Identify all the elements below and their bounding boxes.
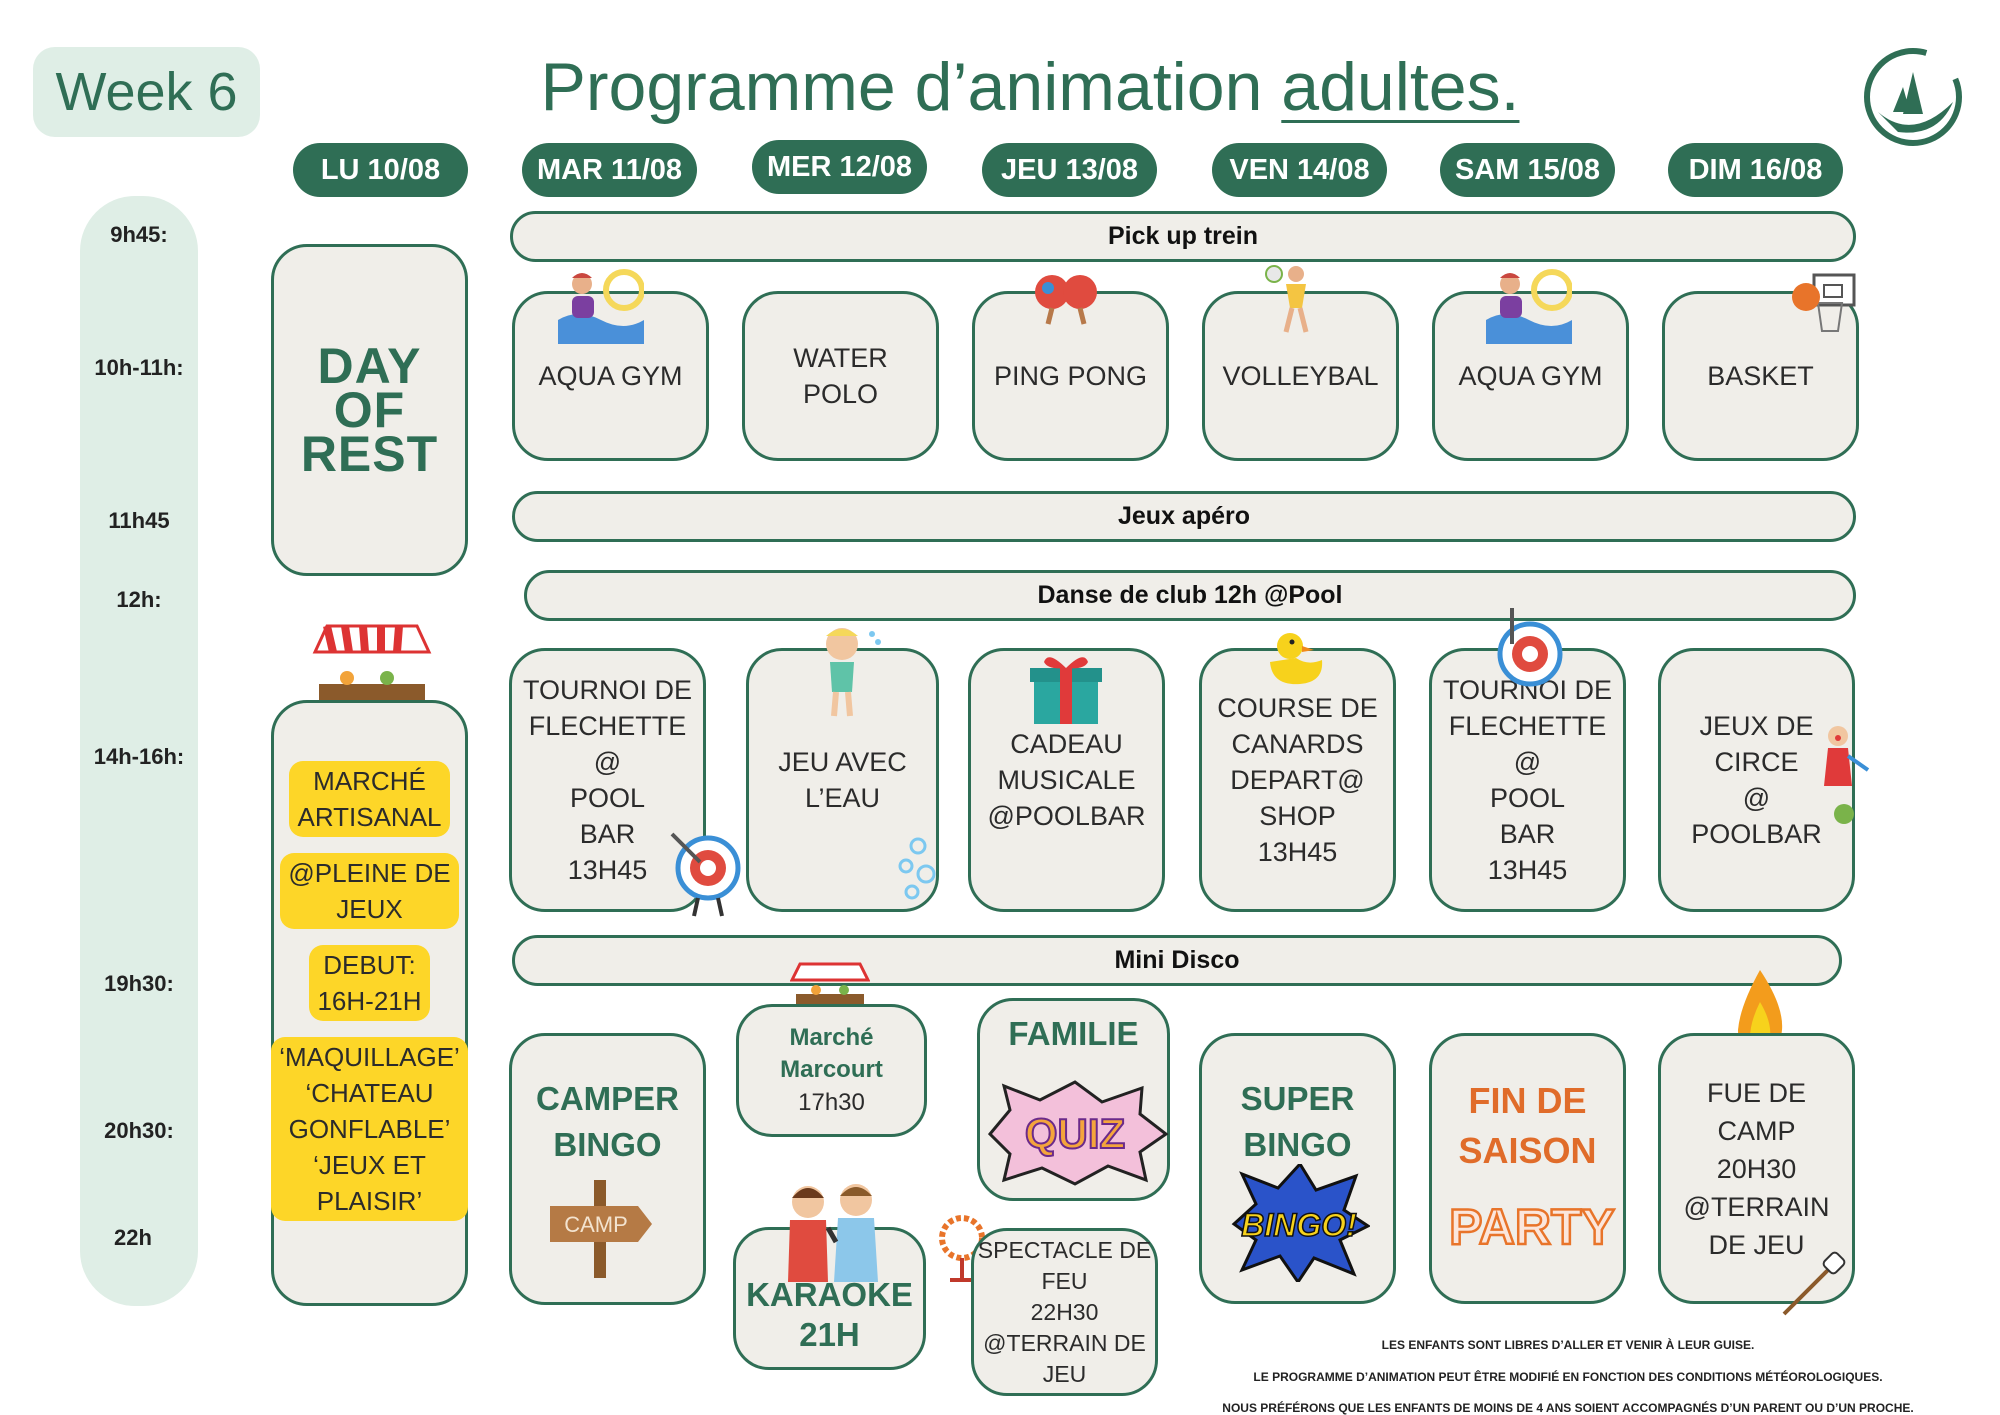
activity-card: JEUX DE CIRCE @ POOLBAR — [1658, 648, 1855, 912]
marche-time: 17h30 — [798, 1088, 865, 1116]
aqua-gym-icon — [558, 269, 644, 344]
activity-label: BASKET — [1707, 361, 1814, 391]
party-text-icon: PARTY — [1448, 1198, 1616, 1257]
activity-label: JEU AVEC L’EAU — [778, 747, 907, 813]
time-label: 11h45 — [108, 508, 170, 533]
bingo-burst-icon: BINGO! — [1231, 1164, 1370, 1282]
bar-mini-disco: Mini Disco — [512, 935, 1842, 986]
title-underlined: adultes. — [1281, 49, 1520, 125]
activity-label: AQUA GYM — [1458, 361, 1603, 391]
market-activities: ‘MAQUILLAGE’ ‘CHATEAU GONFLABLE’ ‘JEUX E… — [271, 1037, 468, 1221]
time-label: 12h: — [116, 587, 162, 612]
activity-card: COURSE DE CANARDS DEPART@ SHOP 13H45 — [1199, 648, 1396, 912]
time-label: 10h-11h: — [94, 355, 184, 380]
bar-jeux-apero: Jeux apéro — [512, 491, 1856, 542]
dartboard-icon — [670, 832, 741, 917]
title-main: Programme d’animation — [540, 49, 1282, 125]
day-header-wed: MER 12/08 — [752, 140, 927, 194]
rubber-duck-icon — [1270, 633, 1323, 685]
day-header-mon: LU 10/08 — [293, 143, 468, 197]
footer-note: LE PROGRAMME D’ANIMATION PEUT ÊTRE MODIF… — [1253, 1370, 1883, 1384]
activity-card: PING PONG — [972, 291, 1169, 461]
activity-label: COURSE DE CANARDS DEPART@ SHOP 13H45 — [1217, 693, 1378, 867]
activity-label: TOURNOI DE FLECHETTE @ POOL BAR 13H45 — [1442, 675, 1612, 885]
day-header-sun: DIM 16/08 — [1668, 143, 1843, 197]
activity-label: WATER POLO — [793, 343, 888, 409]
bar-pickup-trein: Pick up trein — [510, 211, 1856, 262]
activity-label: FAMILIE — [1008, 1015, 1139, 1052]
dartboard-icon — [1497, 608, 1563, 687]
gift-icon — [1030, 657, 1102, 724]
day-header-fri: VEN 14/08 — [1212, 143, 1387, 197]
monday-market-card: MARCHÉ ARTISANAL @PLEINE DE JEUX DEBUT: … — [271, 700, 468, 1306]
basketball-hoop-icon — [1792, 273, 1856, 332]
activity-label: CAMPER BINGO — [535, 1080, 679, 1163]
quiz-burst-icon: QUIZ — [987, 1080, 1169, 1186]
camp-sign-icon: CAMP — [550, 1180, 652, 1278]
footer-note: LES ENFANTS SONT LIBRES D’ALLER ET VENIR… — [1381, 1338, 1755, 1352]
activity-label: FUE DE CAMP 20H30 @TERRAIN DE JEU — [1683, 1077, 1830, 1260]
karaoke-singers-icon — [788, 1184, 878, 1282]
day-header-tue: MAR 11/08 — [522, 143, 697, 197]
fin-de-saison-card: FIN DE SAISON — [1429, 1033, 1626, 1304]
activity-label: SUPER BINGO — [1240, 1080, 1355, 1163]
market-title: MARCHÉ ARTISANAL — [289, 761, 450, 837]
market-stall-icon — [312, 624, 432, 712]
time-label: 9h45: — [110, 222, 168, 247]
party-text: PARTY — [1449, 1199, 1615, 1255]
water-play-icon — [826, 628, 881, 717]
camp-sign-text: CAMP — [564, 1212, 628, 1237]
day-header-thu: JEU 13/08 — [982, 143, 1157, 197]
activity-label: FIN DE SAISON — [1458, 1080, 1597, 1171]
market-time: DEBUT: 16H-21H — [309, 945, 430, 1021]
activity-card: CAMPER BINGO — [509, 1033, 706, 1305]
activity-card: TOURNOI DE FLECHETTE @ POOL BAR 13H45 — [509, 648, 706, 912]
ping-pong-icon — [1035, 275, 1097, 325]
campsite-logo-icon — [1864, 48, 1962, 146]
week-label: Week 6 — [33, 47, 260, 137]
activity-label: JEUX DE CIRCE @ POOLBAR — [1691, 711, 1822, 849]
marshmallow-stick-icon — [1782, 1251, 1846, 1316]
bar-danse-de-club: Danse de club 12h @Pool — [524, 570, 1856, 621]
day-header-sat: SAM 15/08 — [1440, 143, 1615, 197]
quiz-text: QUIZ — [1025, 1110, 1125, 1157]
feu-de-camp-card: FUE DE CAMP 20H30 @TERRAIN DE JEU — [1658, 1033, 1855, 1304]
time-label: 22h — [114, 1225, 152, 1250]
activity-label: VOLLEYBAL — [1222, 361, 1379, 391]
aqua-gym-icon — [1486, 269, 1572, 344]
marche-marcourt-card: Marché Marcourt 17h30 — [736, 1004, 927, 1137]
volleyball-icon — [1265, 265, 1309, 333]
time-column — [80, 196, 198, 1306]
activity-card: WATER POLO — [742, 291, 939, 461]
activity-label: KARAOKE 21H — [746, 1276, 913, 1353]
page-title: Programme d’animation adultes. — [420, 48, 1640, 126]
day-of-rest-text: DAY OF REST — [300, 338, 439, 482]
karaoke-card: KARAOKE 21H — [733, 1227, 926, 1370]
marche-title: Marché Marcourt — [780, 1023, 883, 1083]
time-label: 20h30: — [104, 1118, 174, 1143]
bingo-text: BINGO! — [1241, 1207, 1357, 1243]
day-of-rest-card: DAY OF REST — [271, 244, 468, 576]
activity-label: PING PONG — [993, 361, 1148, 391]
time-label: 14h-16h: — [93, 744, 185, 769]
market-location: @PLEINE DE JEUX — [280, 853, 459, 929]
circus-clown-icon — [1824, 726, 1870, 824]
activity-card: BASKET — [1662, 291, 1859, 461]
spectacle-card: SPECTACLE DE FEU 22H30 @TERRAIN DE JEU — [971, 1228, 1158, 1396]
footer-note: NOUS PRÉFÉRONS QUE LES ENFANTS DE MOINS … — [1222, 1401, 1914, 1415]
activity-label: SPECTACLE DE FEU 22H30 @TERRAIN DE JEU — [977, 1236, 1152, 1387]
activity-label: TOURNOI DE FLECHETTE @ POOL BAR 13H45 — [522, 675, 692, 885]
water-bubbles-icon — [898, 837, 936, 900]
activity-card: AQUA GYM — [512, 291, 709, 461]
activity-label: AQUA GYM — [538, 361, 683, 391]
activity-label: CADEAU MUSICALE @POOLBAR — [987, 729, 1146, 831]
activity-card: AQUA GYM — [1432, 291, 1629, 461]
time-label: 19h30: — [104, 971, 174, 996]
